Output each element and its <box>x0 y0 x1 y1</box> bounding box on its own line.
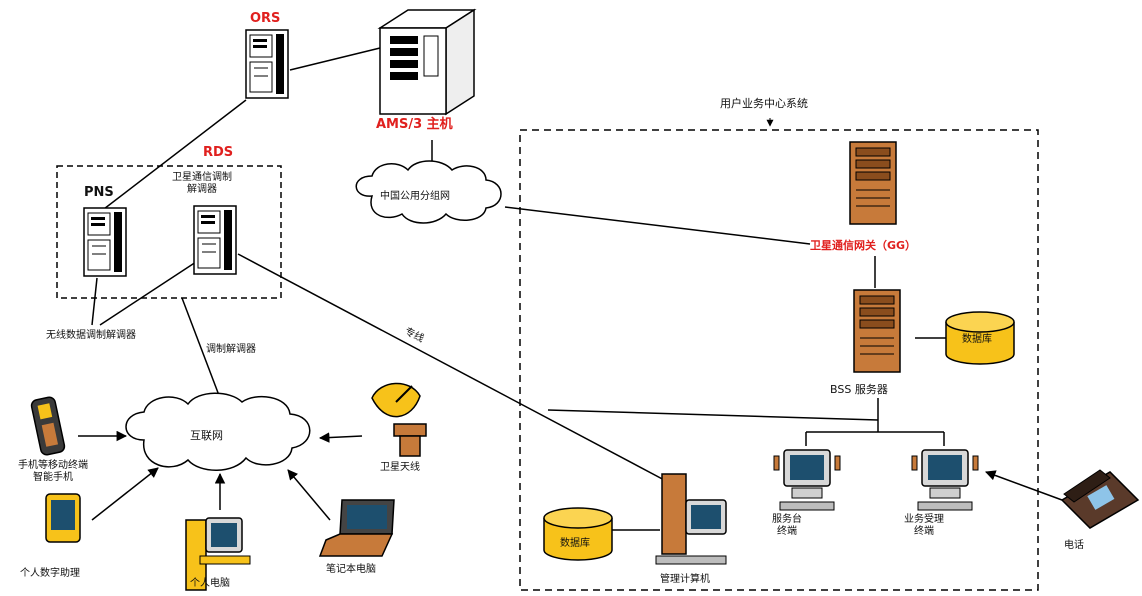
pda-label: 个人数字助理 <box>20 568 80 579</box>
mobile-phone-label: 手机等移动终端 智能手机 <box>18 460 88 483</box>
db-right-label: 数据库 <box>962 334 992 345</box>
business-center-box <box>519 129 1039 591</box>
desktop-pc-icon-admin <box>655 473 727 565</box>
rds-admin-link <box>237 253 669 483</box>
tower-server-icon-gateway <box>849 141 897 225</box>
bus-link <box>547 409 879 421</box>
pns-modem-link <box>91 277 98 326</box>
bss-label: BSS 服务器 <box>830 383 888 396</box>
admin-pc-label: 管理计算机 <box>660 574 710 585</box>
cloud-icon-china-net <box>355 160 502 224</box>
pns-label: PNS <box>84 185 114 200</box>
mainframe-server-icon-ams <box>377 8 477 116</box>
rds-internet-link <box>181 297 221 399</box>
dish-arrow <box>318 432 363 443</box>
rds-pns-group-box <box>56 165 282 299</box>
mobile-phone-icon <box>30 396 66 456</box>
cloud-icon-internet <box>125 392 311 471</box>
workstation2-label: 业务受理 终端 <box>904 514 944 537</box>
server-rack-icon-ors <box>245 29 289 99</box>
ors-pns-link <box>99 99 247 213</box>
pda-icon <box>45 493 81 543</box>
tower-server-icon-bss <box>853 289 901 373</box>
phone-arrow <box>985 470 1063 501</box>
gateway-label: 卫星通信网关（GG） <box>810 239 917 252</box>
ors-ams-link <box>289 47 381 71</box>
right-region-label: 用户业务中心系统 <box>720 97 808 110</box>
rds-modem-link <box>99 261 197 326</box>
pda-arrow <box>91 467 159 521</box>
modem-link-label: 调制解调器 <box>206 344 256 355</box>
rds-label: RDS <box>203 145 234 160</box>
phone-label: 电话 <box>1064 540 1084 551</box>
ors-label: ORS <box>250 11 281 26</box>
wireless-modem-label: 无线数据调制解调器 <box>46 330 136 341</box>
server-rack-icon-pns <box>83 207 127 277</box>
internet-label: 互联网 <box>190 429 223 442</box>
desk-phone-icon <box>1060 469 1140 529</box>
china-net-label: 中国公用分组网 <box>380 191 450 202</box>
satellite-label: 卫星天线 <box>380 462 420 473</box>
desktop-pc-icon-ws1 <box>773 449 841 511</box>
net-gateway-link <box>504 206 811 245</box>
db-left-label: 数据库 <box>560 538 590 549</box>
personal-pc-label: 个人电脑 <box>190 578 230 589</box>
rds-sub-label: 卫星通信调制 解调器 <box>172 172 232 195</box>
ams-host-label: AMS/3 主机 <box>376 117 453 132</box>
satellite-dish-icon <box>371 382 427 457</box>
laptop-label: 笔记本电脑 <box>326 564 376 575</box>
laptop-icon <box>318 499 395 557</box>
desktop-pc-icon-personal <box>185 517 251 591</box>
workstation1-label: 服务台 终端 <box>772 514 802 537</box>
database-cylinder-icon-left <box>543 507 613 561</box>
server-rack-icon-rds <box>193 205 237 275</box>
desktop-pc-icon-ws2 <box>911 449 979 511</box>
laptop-arrow <box>287 469 331 521</box>
